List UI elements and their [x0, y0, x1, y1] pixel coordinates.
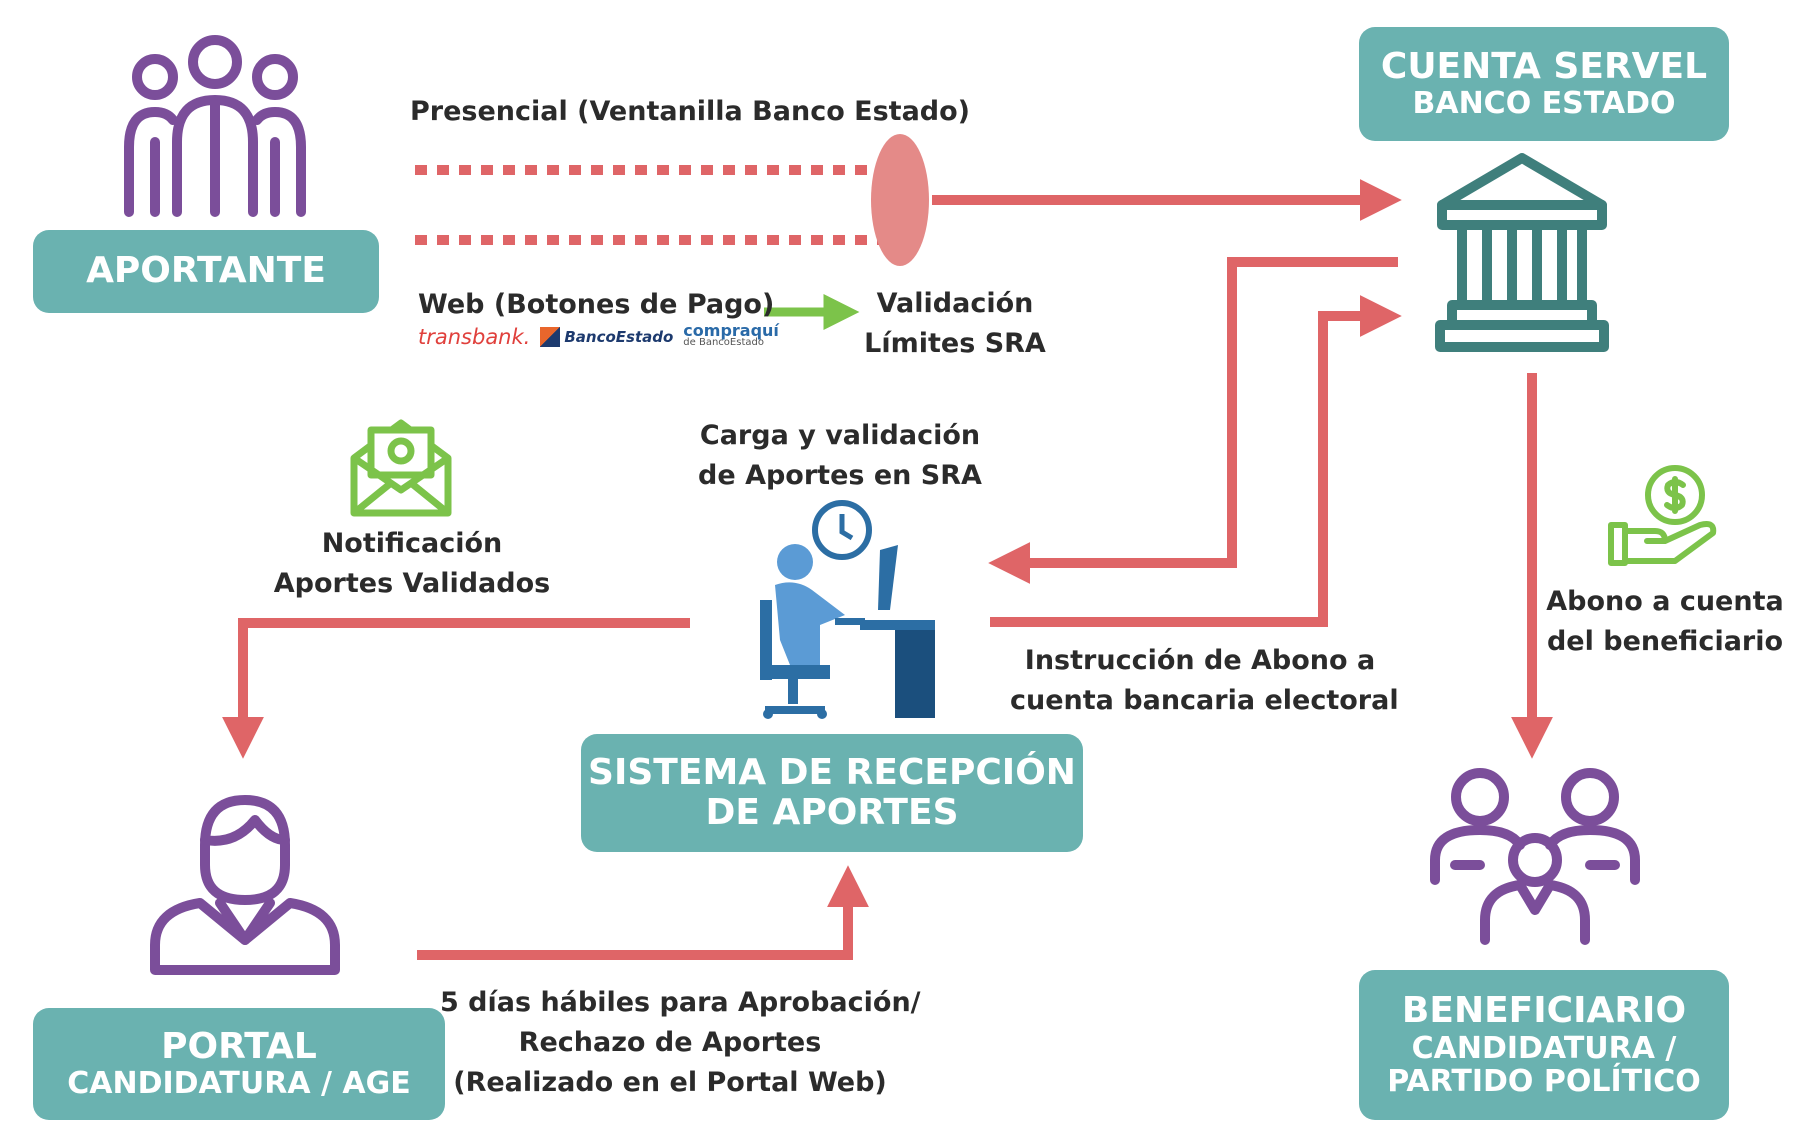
arrow-portal-to-system	[417, 865, 869, 960]
money-hand-icon	[1608, 465, 1717, 566]
beneficiario-line3: PARTIDO POLÍTICO	[1387, 1064, 1701, 1100]
plazo-line2: Rechazo de Aportes	[518, 1027, 822, 1058]
carga-line2: de Aportes en SRA	[698, 460, 982, 491]
cuenta-servel-title: CUENTA SERVEL	[1380, 46, 1708, 88]
bancoestado-logo: BancoEstado	[540, 327, 673, 347]
abono-line2: del beneficiario	[1546, 626, 1784, 657]
instruccion-line1: Instrucción de Abono a	[1024, 645, 1376, 676]
bancoestado-mark-icon	[540, 327, 561, 347]
portal-subtitle: CANDIDATURA / AGE	[67, 1066, 411, 1102]
validacion-label: Validación Límites SRA	[855, 284, 1055, 364]
compraqui-logo-text: compraquí	[683, 321, 779, 340]
validation-gateway	[871, 134, 929, 266]
beneficiary-group-icon	[1430, 768, 1640, 945]
beneficiario-box: BENEFICIARIO CANDIDATURA / PARTIDO POLÍT…	[1359, 970, 1729, 1120]
carga-line1: Carga y validación	[699, 420, 981, 451]
arrow-bank-to-system	[988, 257, 1398, 584]
worker-at-computer-icon	[760, 500, 935, 719]
bank-building-icon	[1435, 153, 1609, 352]
abono-label: Abono a cuenta del beneficiario	[1545, 582, 1785, 662]
web-label: Web (Botones de Pago)	[418, 289, 775, 320]
sistema-title: SISTEMA DE RECEPCIÓN	[588, 751, 1076, 793]
arrow-system-to-portal	[222, 618, 690, 759]
cuenta-servel-box: CUENTA SERVEL BANCO ESTADO	[1359, 27, 1729, 141]
sistema-subtitle: DE APORTES	[705, 792, 959, 833]
transbank-logo: transbank.	[418, 325, 531, 349]
instruccion-label: Instrucción de Abono a cuenta bancaria e…	[1010, 641, 1399, 721]
email-icon	[350, 419, 452, 517]
validacion-line1: Validación	[876, 288, 1034, 319]
beneficiario-title: BENEFICIARIO	[1401, 990, 1687, 1032]
aportante-box: APORTANTE	[33, 230, 379, 313]
compraqui-logo-subtext: de BancoEstado	[683, 337, 764, 348]
plazo-label: 5 días hábiles para Aprobación/ Rechazo …	[440, 983, 921, 1103]
notificacion-label: Notificación Aportes Validados	[262, 524, 562, 604]
portal-title: PORTAL	[161, 1026, 317, 1068]
beneficiario-line2: CANDIDATURA /	[1411, 1030, 1677, 1066]
notificacion-line2: Aportes Validados	[273, 568, 551, 599]
validacion-line2: Límites SRA	[864, 328, 1046, 359]
bancoestado-logo-text: BancoEstado	[564, 328, 674, 346]
plazo-line3: (Realizado en el Portal Web)	[453, 1067, 887, 1098]
portal-box: PORTAL CANDIDATURA / AGE	[33, 1008, 445, 1120]
arrow-system-to-bank	[990, 295, 1402, 627]
candidate-person-icon	[150, 795, 340, 975]
contributors-group-icon	[124, 35, 306, 217]
plazo-line1: 5 días hábiles para Aprobación/	[440, 987, 921, 1018]
carga-label: Carga y validación de Aportes en SRA	[680, 416, 1000, 496]
instruccion-line2: cuenta bancaria electoral	[1010, 685, 1399, 716]
abono-line1: Abono a cuenta	[1546, 586, 1784, 617]
payment-logos: transbank. BancoEstado compraquí de Banc…	[418, 321, 779, 350]
cuenta-servel-subtitle: BANCO ESTADO	[1412, 86, 1676, 122]
compraqui-logo: compraquí de BancoEstado	[683, 321, 779, 349]
notificacion-line1: Notificación	[321, 528, 503, 559]
sistema-box: SISTEMA DE RECEPCIÓN DE APORTES	[581, 734, 1083, 852]
aportante-label: APORTANTE	[86, 250, 326, 292]
presencial-label: Presencial (Ventanilla Banco Estado)	[410, 96, 971, 127]
